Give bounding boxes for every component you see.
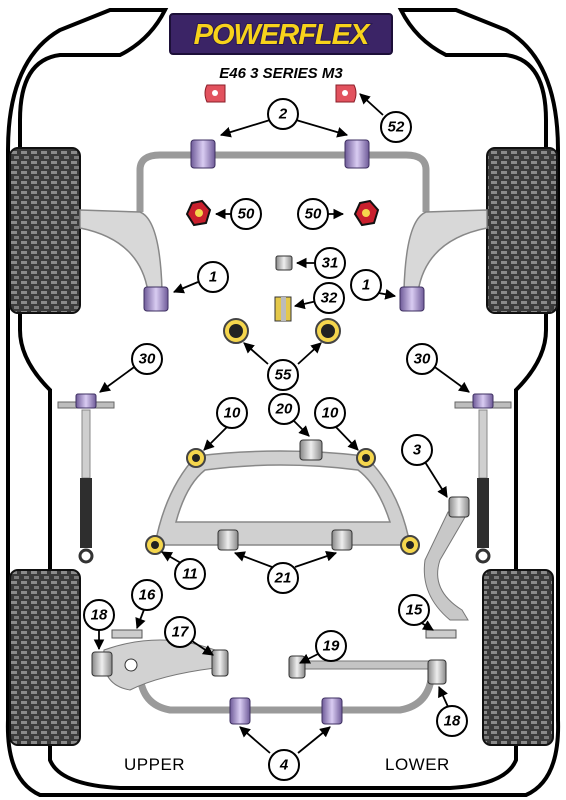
part-20-diff-bush xyxy=(299,439,323,461)
callouts: 2 52 50 50 31 1 1 32 55 30 30 10 20 10 3… xyxy=(83,98,468,781)
callout-30-right: 30 xyxy=(406,343,438,375)
front-left-tyre xyxy=(9,147,81,314)
callout-50-left: 50 xyxy=(230,198,262,230)
svg-text:17: 17 xyxy=(172,624,189,641)
part-32-insert xyxy=(274,296,292,322)
part-16-link xyxy=(111,629,143,639)
callout-52: 52 xyxy=(380,111,412,143)
svg-text:3: 3 xyxy=(413,442,422,459)
wishbone-bush-left xyxy=(143,286,169,312)
part-50-mount-left xyxy=(185,199,212,227)
svg-text:1: 1 xyxy=(209,269,217,286)
model-title: E46 3 SERIES M3 xyxy=(219,65,343,82)
callout-4: 4 xyxy=(268,749,300,781)
callout-50-right: 50 xyxy=(297,198,329,230)
svg-text:1: 1 xyxy=(362,277,370,294)
anti-roll-bar-bush-right xyxy=(344,139,370,169)
svg-text:2: 2 xyxy=(278,106,288,123)
part-21-bush-left xyxy=(217,529,239,551)
rear-right-tyre xyxy=(482,569,554,746)
logo-text: POWERFLEX xyxy=(194,19,371,51)
svg-text:10: 10 xyxy=(224,405,241,422)
svg-text:11: 11 xyxy=(182,566,198,583)
rear-anti-roll-bar xyxy=(136,671,436,714)
callout-16: 16 xyxy=(131,579,163,611)
part-52-bush-right xyxy=(335,84,357,103)
upper-label: UPPER xyxy=(124,755,185,774)
svg-text:31: 31 xyxy=(322,255,339,272)
front-right-tyre xyxy=(486,147,558,314)
callout-1-right: 1 xyxy=(350,269,382,301)
svg-text:20: 20 xyxy=(275,401,293,418)
part-52-bush-left xyxy=(204,84,226,103)
callout-19: 19 xyxy=(315,630,347,662)
rear-subframe xyxy=(154,450,411,546)
rear-shock-right xyxy=(454,393,512,564)
callout-10-left: 10 xyxy=(216,397,248,429)
rear-lower-link xyxy=(299,660,433,670)
svg-text:55: 55 xyxy=(275,367,292,384)
svg-text:18: 18 xyxy=(91,607,108,624)
car-body-outline xyxy=(5,8,561,797)
svg-text:30: 30 xyxy=(139,351,156,368)
part-15-link xyxy=(425,629,457,639)
front-left-wishbone xyxy=(79,209,163,293)
rear-upper-arm xyxy=(103,639,216,691)
wishbone-bush-right xyxy=(399,286,425,312)
lower-label: LOWER xyxy=(385,755,450,774)
part-19-bush xyxy=(288,655,306,679)
svg-text:30: 30 xyxy=(414,351,431,368)
svg-text:50: 50 xyxy=(305,206,322,223)
front-right-wishbone xyxy=(403,209,488,293)
callout-3: 3 xyxy=(401,434,433,466)
part-55-bush-left xyxy=(223,318,249,344)
callout-31: 31 xyxy=(314,247,346,279)
part-50-mount-right xyxy=(353,199,380,227)
part-18-bush-right xyxy=(427,659,447,685)
svg-text:19: 19 xyxy=(323,638,340,655)
callout-55: 55 xyxy=(267,359,299,391)
svg-text:16: 16 xyxy=(139,587,156,604)
svg-text:50: 50 xyxy=(238,206,255,223)
callout-17: 17 xyxy=(164,616,196,648)
callout-20: 20 xyxy=(268,393,300,425)
part-55-bush-right xyxy=(315,318,341,344)
rear-trailing-arm xyxy=(423,511,469,621)
svg-text:21: 21 xyxy=(274,570,292,587)
anti-roll-bar-bush-left xyxy=(190,139,216,169)
callout-18-right: 18 xyxy=(436,705,468,737)
callout-10-right: 10 xyxy=(314,397,346,429)
svg-text:4: 4 xyxy=(279,757,289,774)
callout-32: 32 xyxy=(313,282,345,314)
svg-text:32: 32 xyxy=(321,290,338,307)
part-31-bush xyxy=(275,255,293,271)
front-anti-roll-bar xyxy=(136,151,430,212)
svg-text:15: 15 xyxy=(406,602,423,619)
svg-text:10: 10 xyxy=(322,405,339,422)
callout-15: 15 xyxy=(398,594,430,626)
rear-arb-bush-right xyxy=(321,697,343,725)
callout-30-left: 30 xyxy=(131,343,163,375)
rear-shock-left xyxy=(57,393,115,564)
callout-21: 21 xyxy=(267,562,299,594)
part-21-bush-right xyxy=(331,529,353,551)
callout-2: 2 xyxy=(267,98,299,130)
powerflex-logo: POWERFLEX xyxy=(169,13,393,55)
part-3-bush xyxy=(448,496,470,518)
rear-left-tyre xyxy=(9,569,81,746)
callout-11: 11 xyxy=(174,558,206,590)
callout-18-left: 18 xyxy=(83,599,115,631)
rear-arb-bush-left xyxy=(229,697,251,725)
svg-text:18: 18 xyxy=(444,713,461,730)
part-17-bush xyxy=(211,649,229,677)
svg-text:52: 52 xyxy=(388,119,405,136)
callout-1-left: 1 xyxy=(197,261,229,293)
part-18-bush-left xyxy=(91,651,113,677)
